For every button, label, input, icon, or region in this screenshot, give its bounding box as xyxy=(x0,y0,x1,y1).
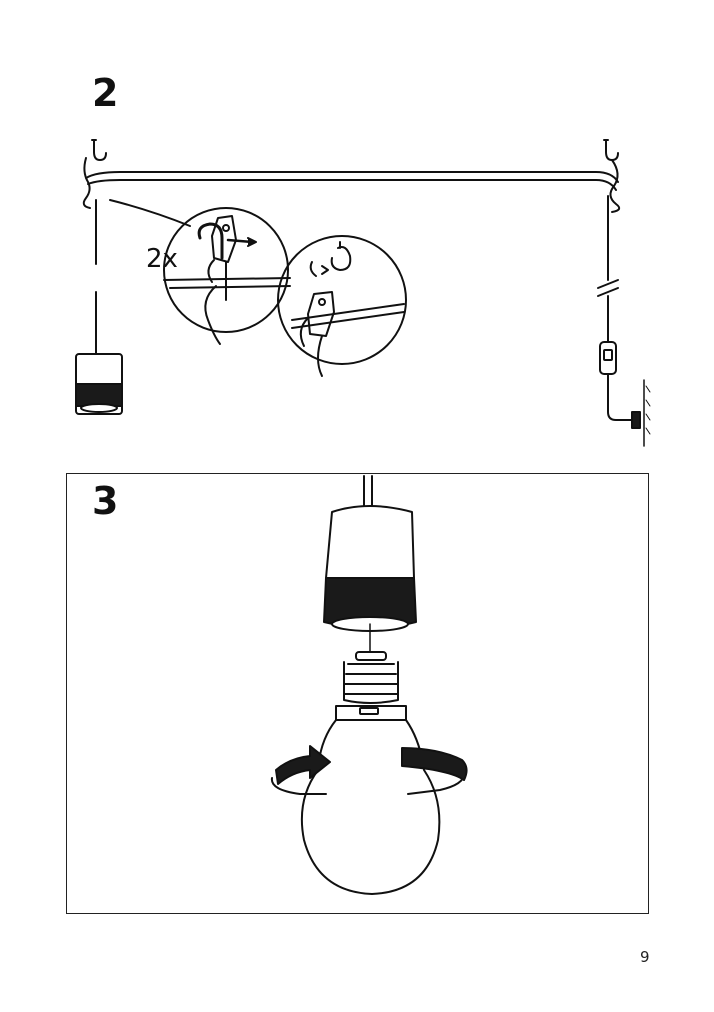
step-3-number: 3 xyxy=(92,479,119,523)
step-2-number: 2 xyxy=(92,71,119,115)
step-2-illustration xyxy=(75,139,651,447)
cord-switch-icon xyxy=(599,341,617,375)
lamp-socket-icon xyxy=(75,353,123,415)
ceiling-hook-icon xyxy=(82,139,107,209)
detail-circle-2 xyxy=(277,235,407,365)
quantity-label: 2x xyxy=(146,244,178,274)
page-number: 9 xyxy=(640,948,650,966)
step-3-frame xyxy=(66,473,649,914)
wall-plug-icon xyxy=(631,379,651,447)
detail-circle-1 xyxy=(163,207,289,333)
ceiling-hook-icon xyxy=(603,139,621,213)
